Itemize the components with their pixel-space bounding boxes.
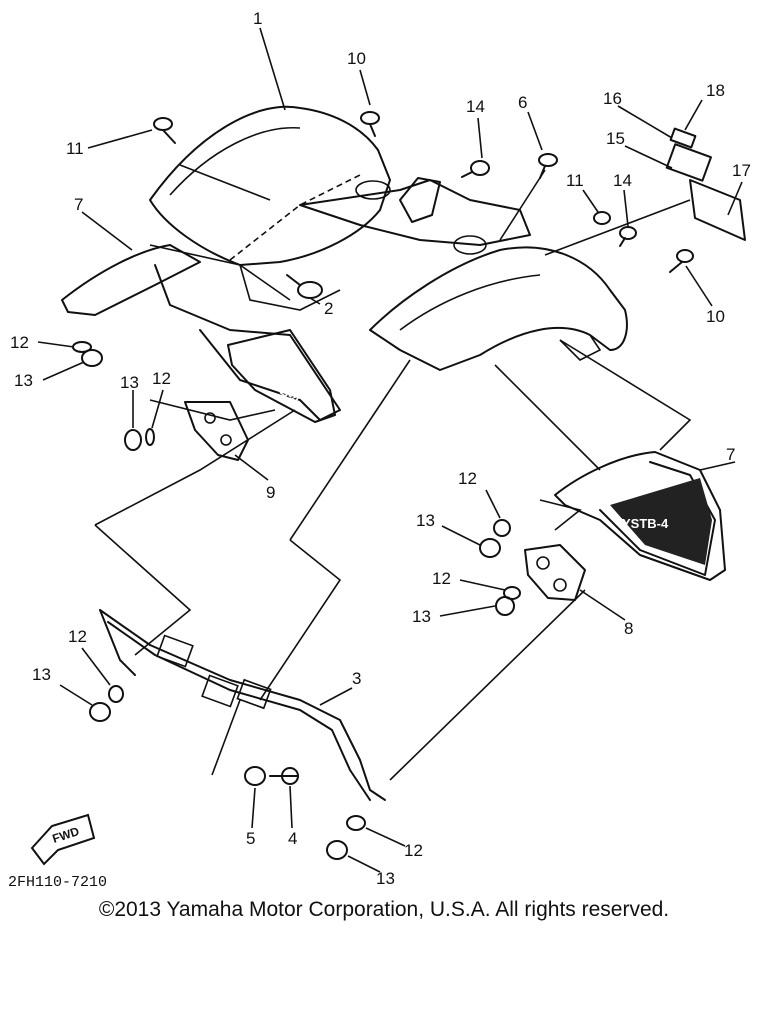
callout-4: 4 — [288, 829, 297, 848]
copyright-notice: ©2013 Yamaha Motor Corporation, U.S.A. A… — [98, 898, 670, 921]
callout-13-e: 13 — [32, 665, 51, 684]
left-mount-plate — [184, 401, 249, 461]
callout-13-d: 13 — [412, 607, 431, 626]
callout-13-c: 13 — [416, 511, 435, 530]
callout-11-left: 11 — [66, 139, 84, 158]
callout-12-b: 12 — [152, 369, 171, 388]
callout-16: 16 — [603, 89, 622, 108]
callout-18: 18 — [706, 81, 725, 100]
callout-10-top: 10 — [347, 49, 366, 68]
fwd-label: FWD — [51, 824, 82, 846]
right-mount-plate — [524, 544, 586, 601]
left-fender — [149, 105, 391, 311]
callout-13-b: 13 — [120, 373, 139, 392]
fasteners — [72, 111, 694, 860]
label-plates — [665, 127, 746, 241]
callout-12-e: 12 — [68, 627, 87, 646]
callout-12-c: 12 — [458, 469, 477, 488]
callout-numbers: 1 10 11 14 6 16 18 15 17 11 14 10 2 7 12… — [10, 9, 751, 888]
forward-arrow-icon: FWD — [30, 813, 96, 866]
callout-13-f: 13 — [376, 869, 395, 888]
callout-10-right: 10 — [706, 307, 725, 326]
right-plate-text: YSTB-4 — [622, 516, 669, 531]
reference-code: 2FH110-7210 — [8, 874, 107, 891]
center-stay — [299, 177, 531, 255]
callout-15: 15 — [606, 129, 625, 148]
exploded-parts-diagram: YSTB-4 YSTB-4 — [8, 9, 751, 891]
callout-6: 6 — [518, 93, 527, 112]
leader-lines — [37, 27, 743, 873]
callout-7-right: 7 — [726, 445, 735, 464]
callout-7-left: 7 — [74, 195, 83, 214]
callout-1: 1 — [253, 9, 262, 28]
callout-3: 3 — [352, 669, 361, 688]
callout-12-a: 12 — [10, 333, 29, 352]
left-flap-bracket — [61, 244, 341, 421]
left-flap-plate: YSTB-4 — [227, 329, 336, 423]
callout-5: 5 — [246, 829, 255, 848]
bumper-bar — [99, 609, 386, 801]
callout-8: 8 — [624, 619, 633, 638]
callout-14-top: 14 — [466, 97, 485, 116]
callout-11-right: 11 — [566, 171, 584, 190]
callout-12-f: 12 — [404, 841, 423, 860]
callout-17: 17 — [732, 161, 751, 180]
callout-2: 2 — [324, 299, 333, 318]
right-flap-bracket: YSTB-4 — [554, 451, 726, 581]
callout-12-d: 12 — [432, 569, 451, 588]
callout-13-a: 13 — [14, 371, 33, 390]
right-fender — [369, 246, 628, 371]
assembly-lines — [94, 164, 692, 781]
callout-14-right: 14 — [613, 171, 632, 190]
callout-9: 9 — [266, 483, 275, 502]
